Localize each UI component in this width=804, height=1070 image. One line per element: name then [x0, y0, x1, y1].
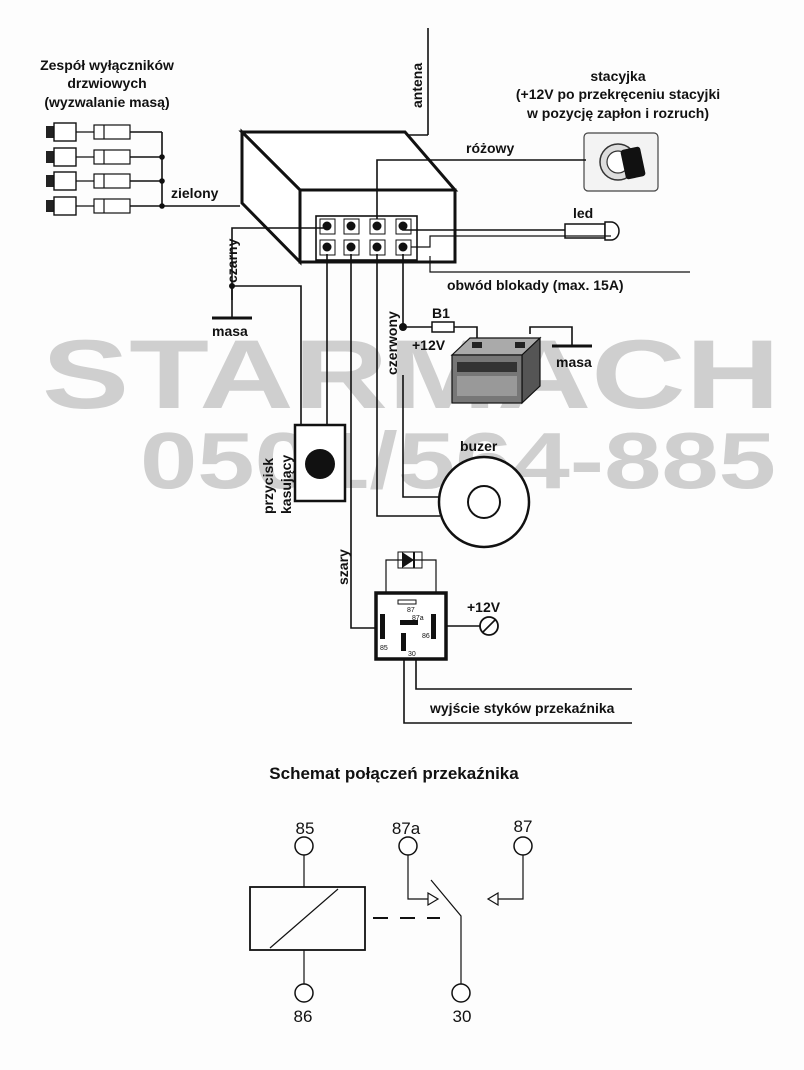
relay-pin-86: 86 — [422, 633, 430, 640]
black-wire-label: czarny — [224, 238, 240, 283]
buzzer-wire-a — [376, 254, 440, 517]
fuse-b1 — [431, 321, 455, 333]
reset-button-wire-a — [232, 285, 302, 425]
terminal-85 — [294, 836, 314, 856]
black-wire — [231, 227, 327, 300]
terminal-86 — [294, 983, 314, 1003]
battery-icon — [450, 336, 542, 405]
relay-pin-87a: 87a — [412, 615, 424, 622]
fuse-label: B1 — [432, 305, 450, 321]
door-switches-label-line3: (wyzwalanie masą) — [44, 94, 169, 110]
led-icon — [564, 221, 620, 241]
grey-wire-label: szary — [335, 549, 351, 585]
antenna-label: antena — [409, 63, 425, 108]
schematic-label-87a: 87a — [392, 819, 421, 838]
grey-wire — [350, 254, 376, 629]
buzzer-label: buzer — [460, 438, 498, 454]
battery-plus-label: +12V — [412, 337, 446, 353]
reset-button — [293, 423, 347, 503]
relay-output-wire-a — [403, 659, 632, 724]
relay-pin-87: 87 — [407, 607, 415, 614]
ignition-label-line2: (+12V po przekręceniu stacyjki — [516, 86, 720, 102]
alarm-control-unit — [238, 128, 459, 266]
schematic-label-85: 85 — [296, 819, 315, 838]
schematic-label-86: 86 — [294, 1007, 313, 1026]
relay-pin-30: 30 — [408, 651, 416, 658]
schematic-label-87: 87 — [514, 817, 533, 836]
terminal-87 — [513, 836, 533, 856]
door-switch — [46, 171, 162, 191]
relay: 87 87a 85 86 30 — [374, 551, 448, 661]
relay-pin-85: 85 — [380, 645, 388, 652]
relay-output-label: wyjście styków przekaźnika — [429, 700, 615, 716]
lock-circuit-wire-a — [411, 235, 611, 248]
red-wire-label: czerwony — [384, 311, 400, 375]
schematic-label-30: 30 — [453, 1007, 472, 1026]
led-wire — [402, 226, 565, 231]
door-switch-group — [46, 122, 240, 216]
pink-wire — [376, 159, 586, 219]
buzzer-icon — [437, 455, 531, 549]
door-switch — [46, 147, 162, 167]
led-label: led — [573, 205, 593, 221]
ignition-label-line1: stacyjka — [590, 68, 645, 84]
ground-label-1: masa — [212, 323, 248, 339]
buzzer-wire-b — [402, 375, 440, 498]
relay-coil — [249, 886, 366, 951]
relay-schematic-title: Schemat połączeń przekaźnika — [269, 764, 519, 783]
door-switch — [46, 196, 162, 216]
green-wire-label: zielony — [171, 185, 219, 201]
pink-wire-label: różowy — [466, 140, 514, 156]
connector-pins — [319, 218, 412, 256]
ignition-label-line3: w pozycję zapłon i rozruch) — [526, 105, 709, 121]
relay-schematic — [249, 836, 533, 1003]
reset-button-label-line2: kasujący — [278, 455, 294, 514]
relay-supply-label: +12V — [467, 599, 501, 615]
relay-contact-arm — [430, 879, 462, 984]
lock-circuit-wire-b — [429, 256, 690, 273]
red-wire — [402, 254, 432, 328]
relay-output-wire-b — [415, 659, 632, 690]
lock-circuit-label: obwód blokady (max. 15A) — [447, 277, 624, 293]
reset-button-label-line1: przycisk — [260, 458, 276, 514]
terminal-87a — [398, 836, 418, 856]
door-switches-label-line1: Zespół wyłączników — [40, 57, 174, 73]
door-switch — [46, 122, 162, 142]
watermark-brand: STARMACH — [42, 319, 780, 429]
terminal-30 — [451, 983, 471, 1003]
ground-label-2: masa — [556, 354, 592, 370]
ignition-switch-icon — [583, 132, 659, 192]
relay-supply-terminal — [479, 616, 499, 636]
door-switches-label-line2: drzwiowych — [67, 75, 146, 91]
